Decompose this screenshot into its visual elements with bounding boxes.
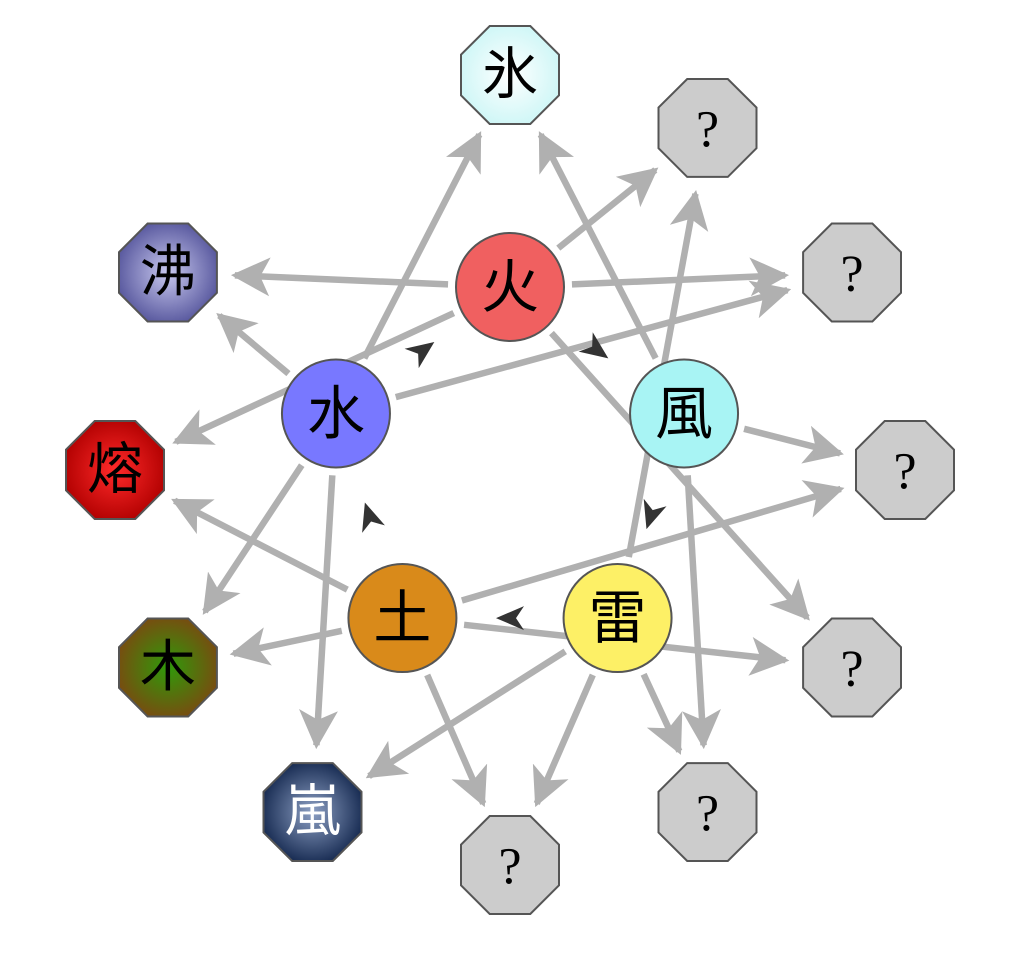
element-storm: 嵐 [262, 762, 363, 862]
octagon-storm [262, 762, 363, 862]
element-wood: 木 [118, 617, 218, 718]
combination-arrow-earth-to-unknown-6 [424, 673, 488, 808]
combination-arrow-fire-to-unknown-2 [571, 257, 790, 297]
element-unknown-1: ? [657, 78, 758, 178]
element-unknown-2: ? [802, 222, 902, 323]
element-unknown-3: ? [855, 420, 955, 520]
element-earth: 土 [347, 563, 458, 674]
label-unknown-1: ? [696, 101, 719, 158]
combination-arrow-fire-to-unknown-4 [549, 330, 810, 621]
label-unknown-4: ? [841, 641, 864, 698]
octagon-wood [118, 617, 218, 718]
combination-arrow-fire-to-boil [230, 257, 449, 297]
label-storm: 嵐 [285, 780, 341, 845]
circle-earth [347, 563, 458, 674]
label-fire: 火 [481, 253, 539, 321]
element-unknown-5: ? [657, 762, 758, 862]
circle-fire [455, 232, 565, 342]
circle-water [280, 358, 391, 469]
octagon-unknown-1 [657, 78, 758, 178]
combination-arrow-wind-to-unknown-5 [682, 475, 721, 750]
combination-arrows [171, 131, 845, 808]
combination-arrow-lightning-to-storm [365, 648, 567, 779]
cycle-arrow-lightning [496, 606, 524, 631]
element-fire: 火 [455, 232, 565, 342]
octagon-unknown-3 [855, 420, 955, 520]
label-unknown-3: ? [893, 444, 916, 501]
label-unknown-5: ? [696, 786, 719, 843]
element-lightning: 雷 [562, 563, 673, 674]
octagon-ice [460, 25, 560, 125]
element-unknown-6: ? [460, 815, 560, 915]
cycle-arrow-earth [362, 502, 385, 533]
octagon-unknown-6 [460, 815, 560, 915]
cycle-arrows [362, 332, 667, 631]
combination-arrow-earth-to-lava [171, 497, 349, 593]
octagon-unknown-4 [802, 617, 902, 718]
label-unknown-6: ? [498, 839, 521, 896]
basic-elements: 火風雷 土 水 [280, 232, 740, 674]
label-unknown-2: ? [841, 246, 864, 303]
combination-arrow-wind-to-unknown-3 [743, 425, 844, 464]
label-lava: 熔 [87, 438, 143, 503]
label-earth: 土 [373, 584, 431, 652]
octagon-lava [65, 420, 165, 520]
element-lava: 熔 [65, 420, 165, 520]
label-wind: 風 [655, 379, 713, 447]
combination-arrow-water-to-ice [361, 131, 483, 360]
cycle-arrow-wind [643, 498, 667, 530]
element-water: 水 [280, 358, 391, 469]
combination-arrow-wind-to-ice [537, 131, 659, 360]
combination-arrow-lightning-to-unknown-6 [532, 673, 596, 808]
octagon-unknown-5 [657, 762, 758, 862]
label-lightning: 雷 [589, 584, 647, 652]
combination-arrow-fire-to-unknown-1 [556, 167, 659, 251]
label-boil: 沸 [140, 240, 196, 305]
element-boil: 沸 [118, 222, 218, 323]
element-ice: 氷 [460, 25, 560, 125]
label-water: 水 [307, 379, 365, 447]
combination-arrow-lightning-to-unknown-5 [640, 672, 683, 755]
cycle-arrow-water [404, 341, 435, 369]
combination-arrow-water-to-unknown-2 [394, 280, 792, 401]
circle-lightning [562, 563, 673, 674]
octagon-boil [118, 222, 218, 323]
combination-arrow-earth-to-unknown-3 [460, 480, 845, 604]
combination-arrow-water-to-storm [299, 475, 338, 750]
label-wood: 木 [140, 635, 196, 700]
element-wind: 風 [629, 358, 740, 469]
label-ice: 氷 [482, 43, 538, 108]
element-unknown-4: ? [802, 617, 902, 718]
cycle-arrow-fire [578, 332, 609, 359]
combination-arrow-water-to-boil [216, 313, 291, 377]
circle-wind [629, 358, 740, 469]
combined-elements: 氷?????? 嵐 木 熔 沸 [65, 25, 955, 915]
octagon-unknown-2 [802, 222, 902, 323]
combination-arrow-earth-to-wood [229, 627, 343, 666]
